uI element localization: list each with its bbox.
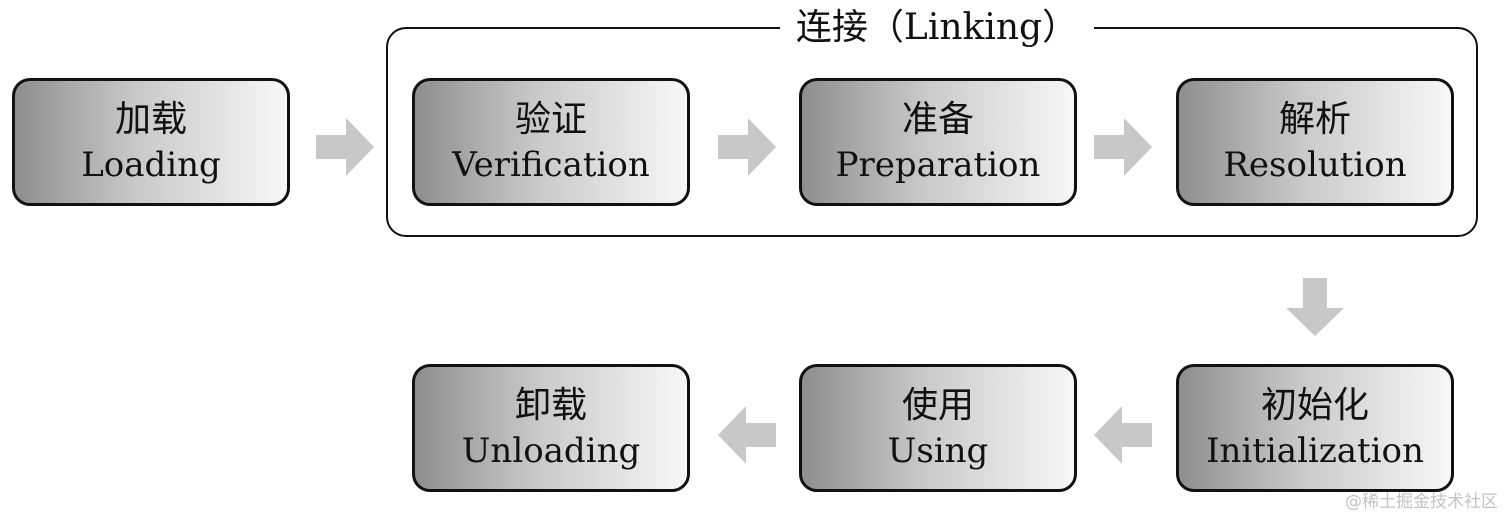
stage-initialization-en: Initialization <box>1206 431 1424 471</box>
stage-unloading-zh: 卸载 <box>514 385 587 426</box>
arrow-right-icon <box>718 118 776 176</box>
stage-preparation-en: Preparation <box>835 145 1041 185</box>
stage-preparation-zh: 准备 <box>901 99 974 140</box>
arrow-right-icon <box>1094 118 1152 176</box>
stage-loading-en: Loading <box>81 145 221 185</box>
stage-initialization-zh: 初始化 <box>1260 385 1369 426</box>
stage-unloading: 卸载 Unloading <box>412 364 690 492</box>
stage-using: 使用 Using <box>799 364 1077 492</box>
arrow-right-icon <box>316 118 374 176</box>
stage-verification-en: Verification <box>452 145 650 185</box>
stage-using-zh: 使用 <box>901 385 974 426</box>
stage-using-en: Using <box>887 431 989 471</box>
arrow-left-icon <box>1094 406 1152 464</box>
stage-initialization: 初始化 Initialization <box>1176 364 1454 492</box>
stage-resolution-en: Resolution <box>1223 145 1407 185</box>
stage-unloading-en: Unloading <box>461 431 641 471</box>
stage-loading-zh: 加载 <box>114 99 187 140</box>
stage-preparation: 准备 Preparation <box>799 78 1077 206</box>
linking-group-title: 连接（Linking） <box>780 6 1094 50</box>
arrow-down-icon <box>1286 278 1344 336</box>
stage-resolution: 解析 Resolution <box>1176 78 1454 206</box>
stage-resolution-zh: 解析 <box>1278 99 1351 140</box>
stage-verification: 验证 Verification <box>412 78 690 206</box>
stage-verification-zh: 验证 <box>514 99 587 140</box>
stage-loading: 加载 Loading <box>12 78 290 206</box>
arrow-left-icon <box>718 406 776 464</box>
watermark: @稀土掘金技术社区 <box>1345 492 1498 512</box>
